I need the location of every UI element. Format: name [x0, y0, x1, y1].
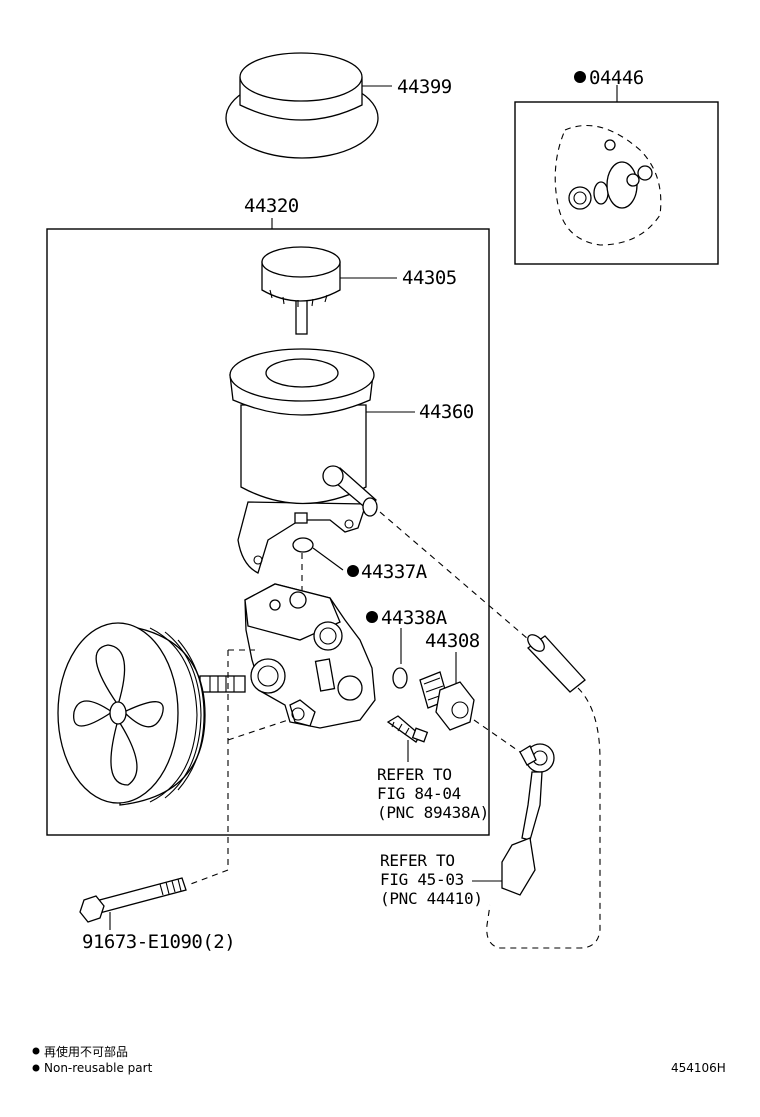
dashed-pressure-link: [473, 719, 521, 753]
label-44305: 44305: [402, 267, 457, 289]
legend: 再使用不可部品 Non-reusable part: [32, 1044, 153, 1075]
refer-hose-line3: (PNC 44410): [380, 889, 483, 908]
label-44338A: 44338A: [381, 607, 448, 629]
reservoir-cap-44305: [261, 246, 397, 335]
assembly-box-44320: [46, 228, 490, 836]
dashed-return-link: [379, 511, 536, 646]
seal-kit-box-04446: [514, 85, 719, 265]
reservoir-44360: [229, 348, 415, 574]
return-hose: [486, 634, 601, 949]
pressure-hose: [472, 743, 555, 896]
legend-bullet-jp: [32, 1047, 40, 1055]
legend-bullet-en: [32, 1064, 40, 1072]
non-reusable-bullet-44337A: [347, 565, 359, 577]
label-04446: 04446: [589, 67, 644, 89]
pressure-sensor: [386, 715, 429, 762]
non-reusable-bullet-04446: [574, 71, 586, 83]
refer-hose-line2: FIG 45-03: [380, 870, 464, 889]
reservoir-cover-44399: [225, 52, 392, 159]
legend-non-reusable-jp: 再使用不可部品: [44, 1044, 128, 1059]
label-44308: 44308: [425, 630, 480, 652]
pulley: [57, 622, 206, 806]
mounting-bolt: [79, 877, 187, 930]
label-44320: 44320: [244, 195, 299, 217]
o-ring-44337A: [292, 537, 314, 553]
legend-non-reusable-en: Non-reusable part: [44, 1061, 153, 1075]
pump-body: [244, 583, 376, 729]
pump-shaft: [199, 675, 246, 693]
refer-sensor-line1: REFER TO: [377, 765, 452, 784]
dashed-bolt-link: [187, 649, 289, 886]
refer-hose-line1: REFER TO: [380, 851, 455, 870]
label-44337A: 44337A: [361, 561, 428, 583]
leader-44337A: [312, 547, 344, 571]
figure-id: 454106H: [671, 1061, 726, 1075]
refer-sensor-line3: (PNC 89438A): [377, 803, 489, 822]
label-44360: 44360: [419, 401, 474, 423]
non-reusable-bullet-44338A: [366, 611, 378, 623]
label-bolt: 91673-E1090(2): [82, 931, 235, 953]
label-44399: 44399: [397, 76, 452, 98]
shaft-splines: [209, 676, 235, 692]
refer-sensor-line2: FIG 84-04: [377, 784, 461, 803]
union-bolt-44308: [419, 671, 475, 731]
gasket-44338A: [392, 667, 408, 689]
